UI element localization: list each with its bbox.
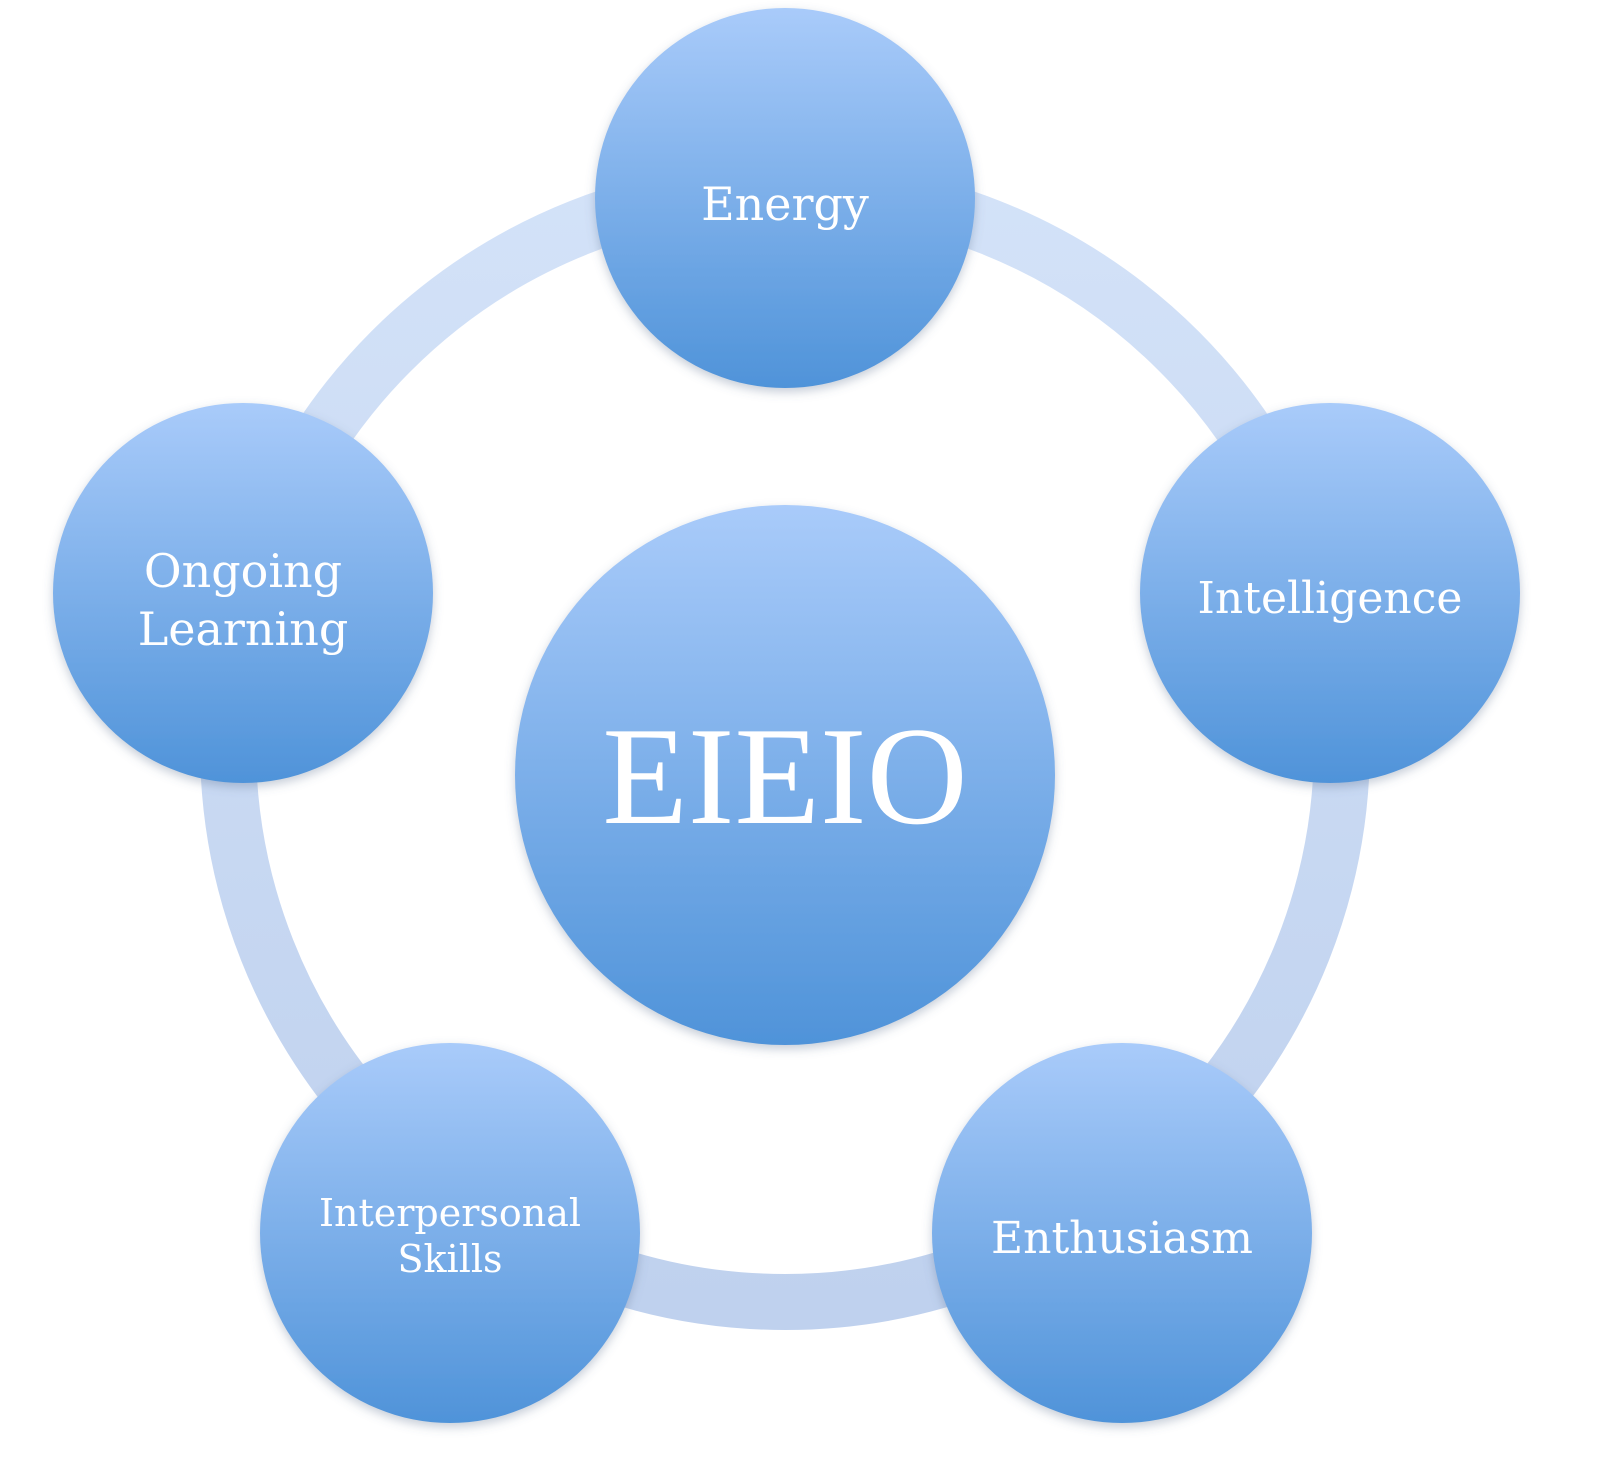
node-circle-enthusiasm [932, 1043, 1312, 1423]
outer-node-ongoing-learning [53, 403, 433, 783]
node-label-intelligence: Intelligence [1198, 573, 1463, 624]
outer-node-energy [595, 8, 975, 388]
node-label-ongoing-learning-line-2: Learning [138, 602, 349, 656]
node-label-enthusiasm: Enthusiasm [991, 1213, 1253, 1264]
center-node [515, 505, 1055, 1045]
node-label-energy: Energy [701, 177, 869, 231]
node-circle-interpersonal-skills [260, 1043, 640, 1423]
center-label: EIEIO [602, 699, 967, 854]
outer-node-intelligence [1140, 403, 1520, 783]
node-label-interpersonal-skills-line-2: Skills [397, 1237, 502, 1281]
node-label-ongoing-learning-line-1: Ongoing [144, 544, 342, 598]
node-circle-intelligence [1140, 403, 1520, 783]
node-circle-energy [595, 8, 975, 388]
node-label-interpersonal-skills-line-1: Interpersonal [319, 1191, 581, 1235]
outer-node-enthusiasm [932, 1043, 1312, 1423]
center-circle [515, 505, 1055, 1045]
node-circle-ongoing-learning [53, 403, 433, 783]
outer-node-interpersonal-skills [260, 1043, 640, 1423]
